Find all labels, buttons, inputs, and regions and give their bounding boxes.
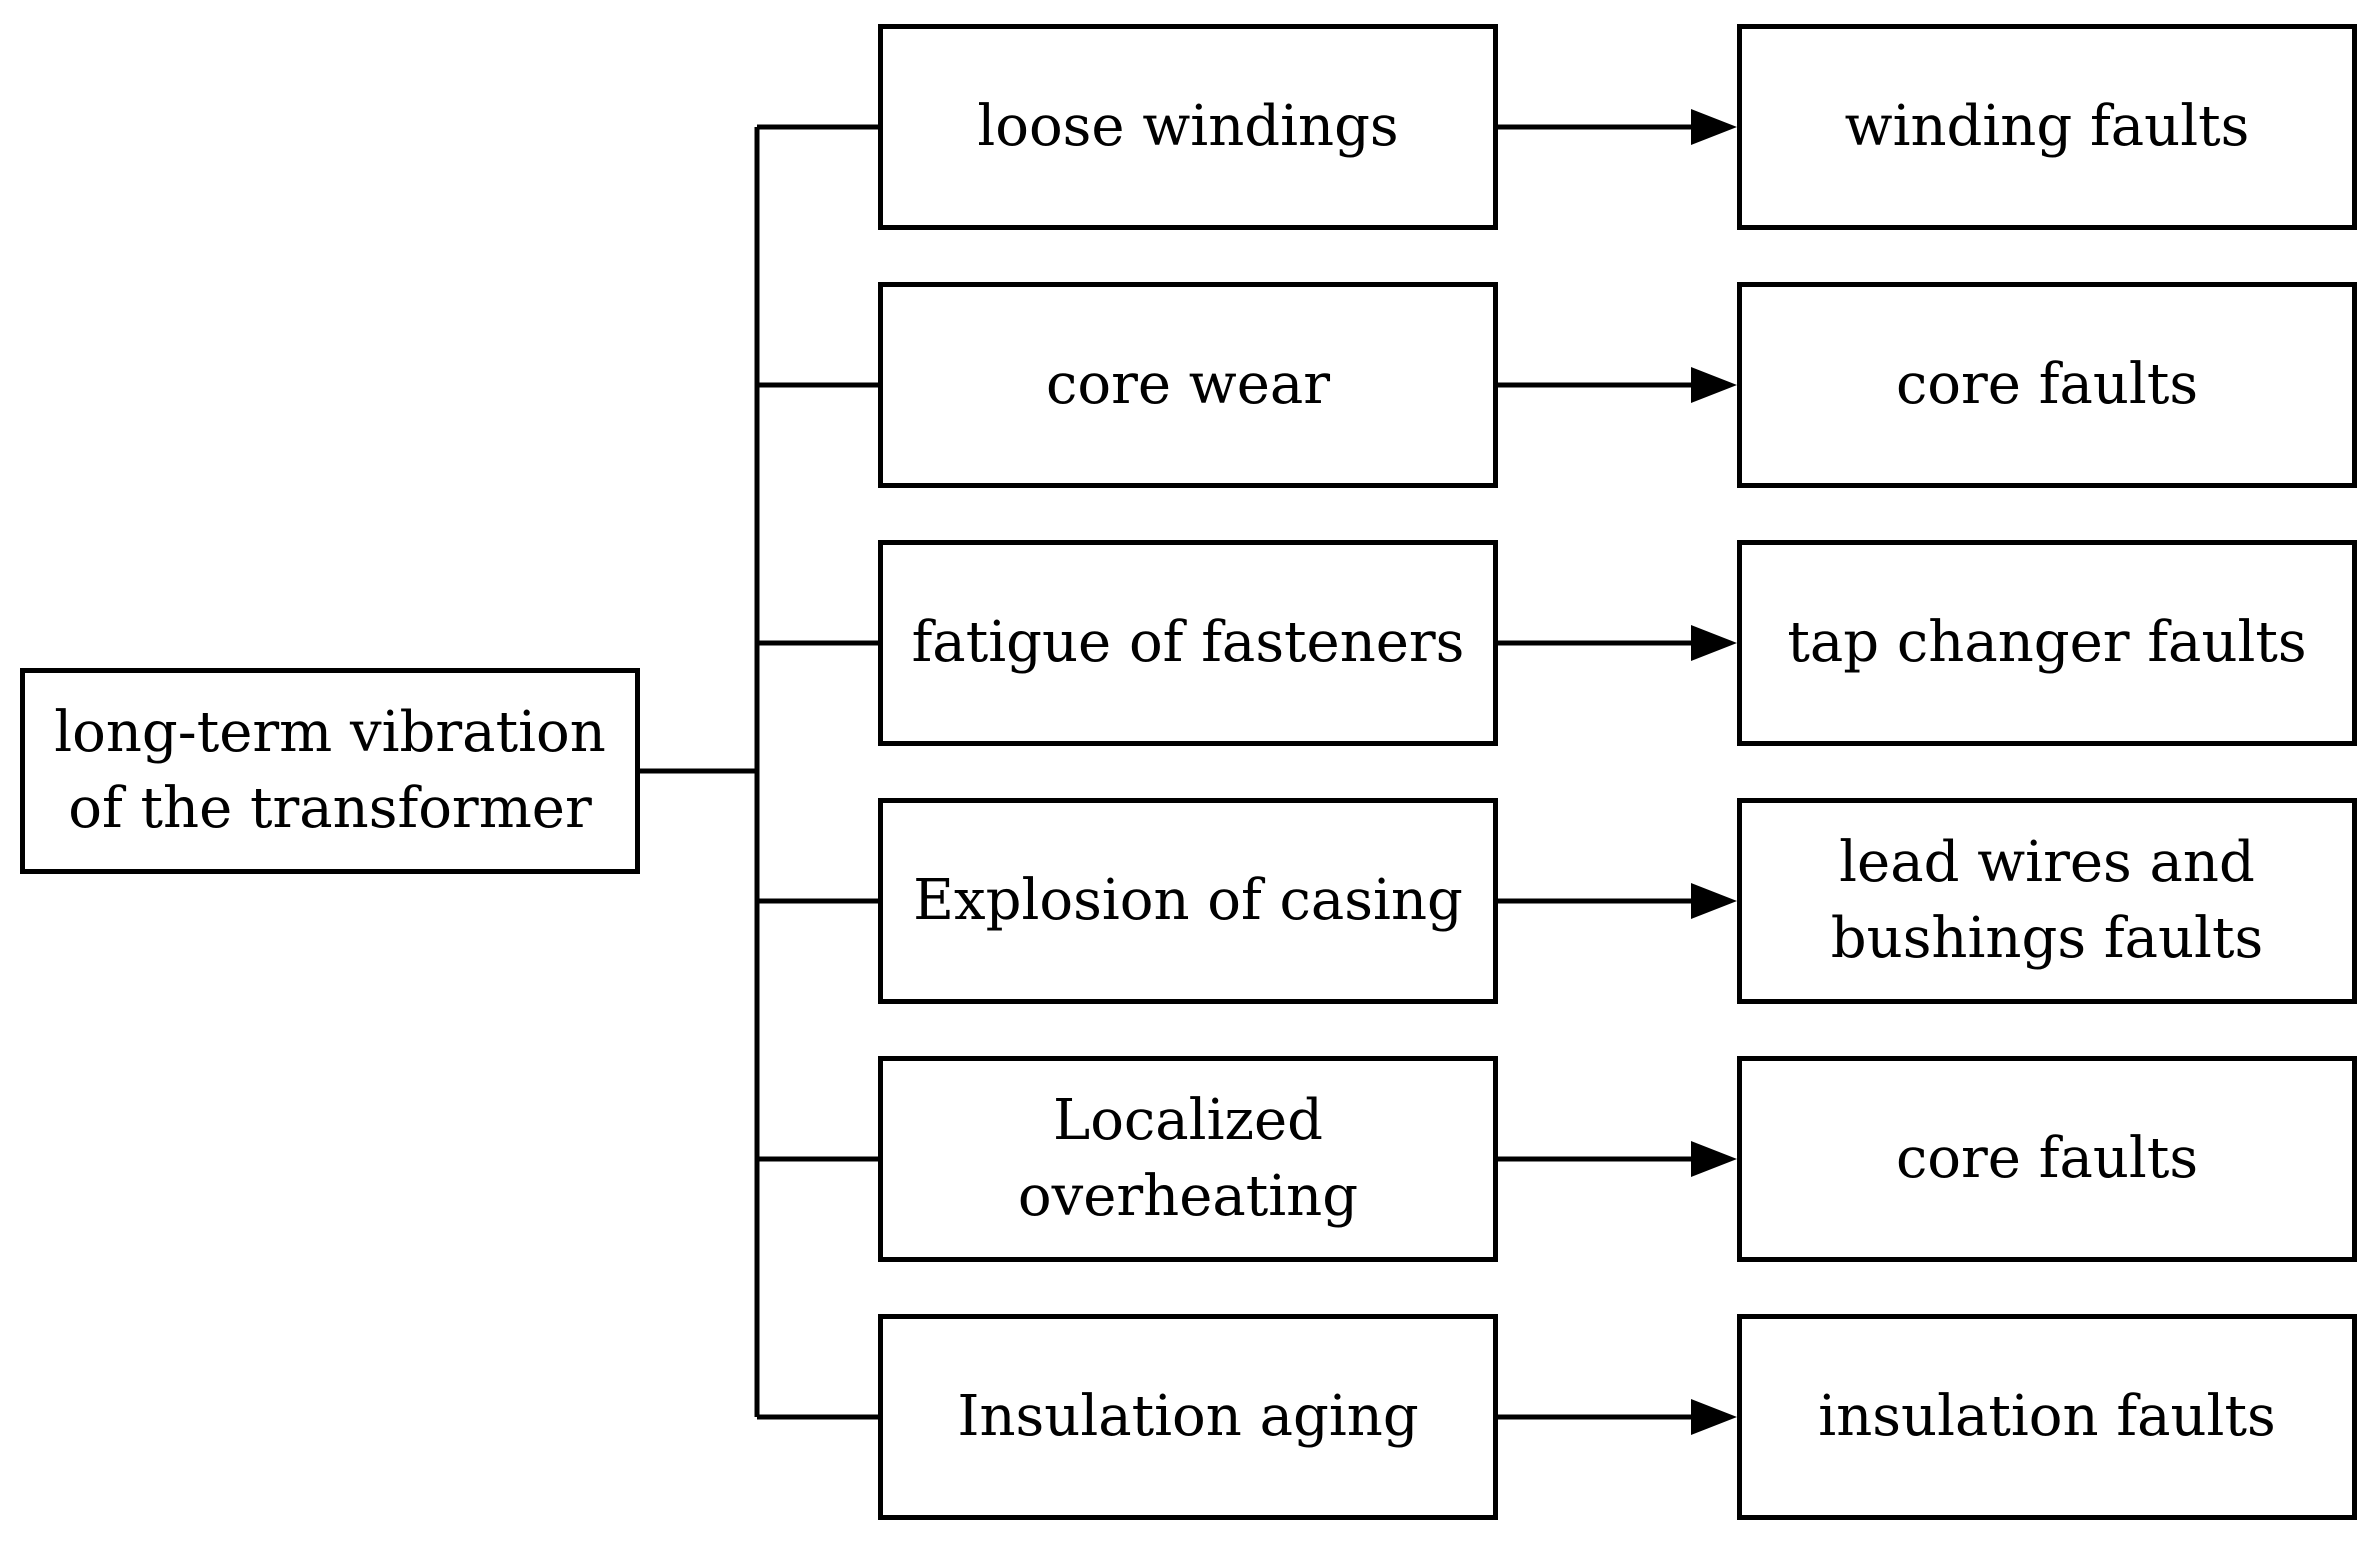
fault-node-label: core faults [1895, 351, 2199, 417]
fault-node: winding faults [1737, 24, 2357, 230]
fault-node-label: core faults [1895, 1125, 2199, 1191]
fault-node: lead wires and bushings faults [1737, 798, 2357, 1004]
root-node-label: long-term vibration of the transformer [54, 699, 606, 841]
cause-node-label: fatigue of fasteners [911, 609, 1465, 675]
cause-node: core wear [878, 282, 1498, 488]
root-node: long-term vibration of the transformer [20, 668, 640, 874]
fault-node-label: lead wires and bushings faults [1830, 829, 2264, 971]
arrow-head [1691, 1141, 1737, 1177]
fault-node: core faults [1737, 282, 2357, 488]
cause-node-label: Localized overheating [1017, 1087, 1359, 1229]
fault-node: tap changer faults [1737, 540, 2357, 746]
fault-node-label: insulation faults [1818, 1383, 2276, 1449]
cause-node: loose windings [878, 24, 1498, 230]
fault-node: core faults [1737, 1056, 2357, 1262]
cause-node-label: core wear [1045, 351, 1331, 417]
cause-node-label: loose windings [977, 93, 1399, 159]
cause-node: fatigue of fasteners [878, 540, 1498, 746]
arrow-head [1691, 883, 1737, 919]
cause-node-label: Explosion of casing [913, 867, 1463, 933]
fault-node: insulation faults [1737, 1314, 2357, 1520]
cause-node: Explosion of casing [878, 798, 1498, 1004]
cause-node: Localized overheating [878, 1056, 1498, 1262]
fault-node-label: winding faults [1844, 93, 2250, 159]
arrow-head [1691, 1399, 1737, 1435]
arrow-head [1691, 367, 1737, 403]
fault-node-label: tap changer faults [1787, 609, 2307, 675]
cause-node: Insulation aging [878, 1314, 1498, 1520]
arrow-head [1691, 109, 1737, 145]
arrow-head [1691, 625, 1737, 661]
cause-node-label: Insulation aging [957, 1383, 1419, 1449]
